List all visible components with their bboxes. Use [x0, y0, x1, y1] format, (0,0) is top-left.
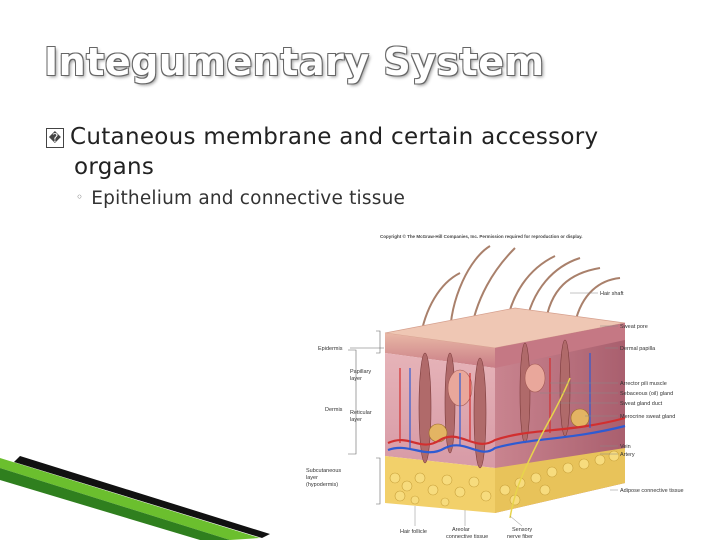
- sub-bullet-marker: ◦: [76, 190, 84, 204]
- label-sweat-gland-duct: Sweat gland duct: [620, 401, 663, 407]
- bullet-text-line1: Cutaneous membrane and certain accessory: [70, 124, 599, 150]
- label-vein: Vein: [620, 444, 631, 450]
- bottom-leader-lines: [414, 506, 523, 527]
- label-adipose-tissue: Adipose connective tissue: [620, 488, 684, 494]
- sub-bullet-epithelium: ◦ Epithelium and connective tissue: [76, 188, 405, 209]
- label-sensory-2: nerve fiber: [507, 534, 533, 540]
- sebaceous-glands: [447, 363, 546, 407]
- sub-bullet-text: Epithelium and connective tissue: [91, 188, 406, 209]
- label-subcutaneous-3: (hypodermis): [306, 482, 338, 488]
- label-papillary-2: layer: [350, 376, 362, 382]
- label-sensory-1: Sensory: [512, 527, 532, 533]
- label-areolar-1: Areolar: [452, 527, 470, 533]
- label-papillary-1: Papillary: [350, 369, 371, 375]
- label-hair-shaft: Hair shaft: [600, 291, 624, 297]
- label-merocrine-gland: Merocrine sweat gland: [620, 414, 675, 420]
- label-reticular-1: Reticular: [350, 410, 372, 416]
- sensory-nerve-fiber: [509, 377, 571, 519]
- epidermis-layer: [385, 333, 495, 368]
- label-sebaceous-gland: Sebaceous (oil) gland: [620, 391, 673, 397]
- right-leader-lines: [540, 292, 618, 491]
- label-reticular-2: layer: [350, 417, 362, 423]
- label-subcutaneous-1: Subcutaneous: [306, 468, 341, 474]
- slide-title: Integumentary System: [44, 40, 545, 84]
- label-dermis: Dermis: [325, 407, 343, 413]
- label-sweat-pore: Sweat pore: [620, 324, 648, 330]
- bullet-cutaneous-membrane: � Cutaneous membrane and certain accessor…: [46, 122, 686, 182]
- label-hair-follicle: Hair follicle: [400, 529, 427, 535]
- label-areolar-2: connective tissue: [446, 534, 488, 540]
- blood-vessels: [387, 353, 626, 454]
- decorative-corner-wedge: [0, 456, 300, 540]
- label-subcutaneous-2: layer: [306, 475, 318, 481]
- adipose-globules: [389, 450, 620, 507]
- label-artery: Artery: [620, 452, 635, 458]
- bullet-marker: �: [46, 128, 64, 148]
- label-arrector-pili: Arrector pili muscle: [620, 381, 667, 387]
- skin-cross-section-figure: Copyright © The McGraw-Hill Companies, I…: [306, 233, 684, 540]
- left-bracket-lines: [348, 330, 384, 505]
- hair-follicles: [418, 339, 571, 469]
- figure-copyright: Copyright © The McGraw-Hill Companies, I…: [380, 233, 583, 239]
- label-dermal-papilla: Dermal papilla: [620, 346, 656, 352]
- label-epidermis: Epidermis: [318, 346, 343, 352]
- bullet-text-line2: organs: [74, 154, 155, 180]
